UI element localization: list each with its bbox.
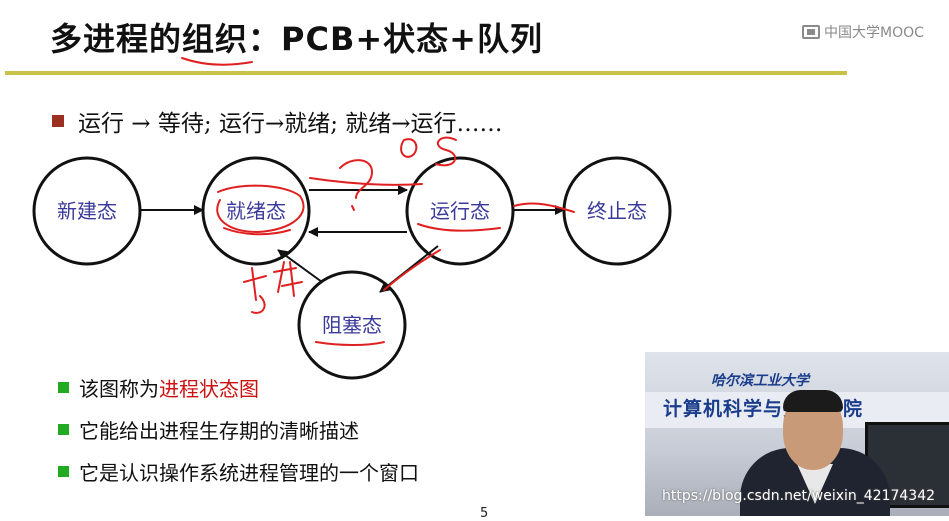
- annotation-ready-underline: [223, 227, 291, 236]
- bullet-item: 该图称为进程状态图: [58, 366, 419, 408]
- page-number: 5: [480, 506, 489, 521]
- main-bullet: 运行 → 等待; 运行→就绪; 就绪→运行……: [52, 104, 503, 138]
- annotation-question-dot: [351, 205, 355, 211]
- annotation-ready-running-arrow: [309, 177, 423, 186]
- red-annotations: [181, 57, 575, 346]
- annotation-title-underline: [181, 57, 253, 66]
- lecturer-video: 哈尔滨工业大学 计算机科学与技术学院: [645, 352, 949, 516]
- title-underline: [5, 71, 847, 75]
- slide-title: 多进程的组织：PCB+状态+队列: [50, 20, 543, 58]
- annotation-running-underline: [417, 223, 501, 232]
- wall-sign-university: 哈尔滨工业大学: [711, 373, 809, 389]
- main-bullet-text: 运行 → 等待; 运行→就绪; 就绪→运行……: [78, 111, 503, 137]
- state-ready-label: 就绪态: [226, 199, 286, 223]
- bullet-text: 它是认识操作系统进程管理的一个窗口: [79, 460, 419, 485]
- bullet-item: 它是认识操作系统进程管理的一个窗口: [58, 450, 419, 492]
- bullet-list: 该图称为进程状态图 它能给出进程生存期的清晰描述 它是认识操作系统进程管理的一个…: [58, 366, 419, 492]
- annotation-shijian-1: [243, 267, 267, 314]
- bullet-square-icon: [52, 115, 64, 127]
- annotation-os-o: [400, 138, 418, 158]
- lecturer-hair: [783, 390, 843, 412]
- arrow-blocked-to-ready: [277, 249, 323, 283]
- bullet-text: 该图称为进程状态图: [79, 373, 259, 402]
- green-square-icon: [58, 381, 69, 393]
- green-square-icon: [58, 423, 69, 435]
- mooc-logo-text: 中国大学MOOC: [824, 25, 924, 41]
- annotation-question-mark: [339, 159, 373, 199]
- annotation-running-blocked: [383, 249, 441, 291]
- url-watermark: https://blog.csdn.net/weixin_42174342: [662, 488, 936, 504]
- annotation-running-terminated: [513, 202, 575, 213]
- state-blocked-circle: [297, 270, 407, 380]
- state-blocked-label: 阻塞态: [322, 313, 382, 337]
- annotation-ready-circle: [216, 184, 305, 233]
- annotation-os-s: [435, 136, 457, 167]
- state-terminated-label: 终止态: [587, 199, 647, 223]
- state-running-label: 运行态: [430, 199, 490, 223]
- annotation-blocked-underline: [315, 341, 385, 346]
- bullet-text: 它能给出进程生存期的清晰描述: [79, 418, 359, 443]
- mooc-logo-icon: [802, 25, 820, 39]
- bullet-text-highlight: 进程状态图: [159, 376, 259, 401]
- green-square-icon: [58, 465, 69, 477]
- bullet-item: 它能给出进程生存期的清晰描述: [58, 408, 419, 450]
- annotation-shijian-2: [273, 261, 303, 297]
- mooc-logo: 中国大学MOOC: [802, 22, 924, 42]
- bullet-text-plain: 该图称为: [79, 376, 159, 401]
- state-new-label: 新建态: [57, 199, 117, 223]
